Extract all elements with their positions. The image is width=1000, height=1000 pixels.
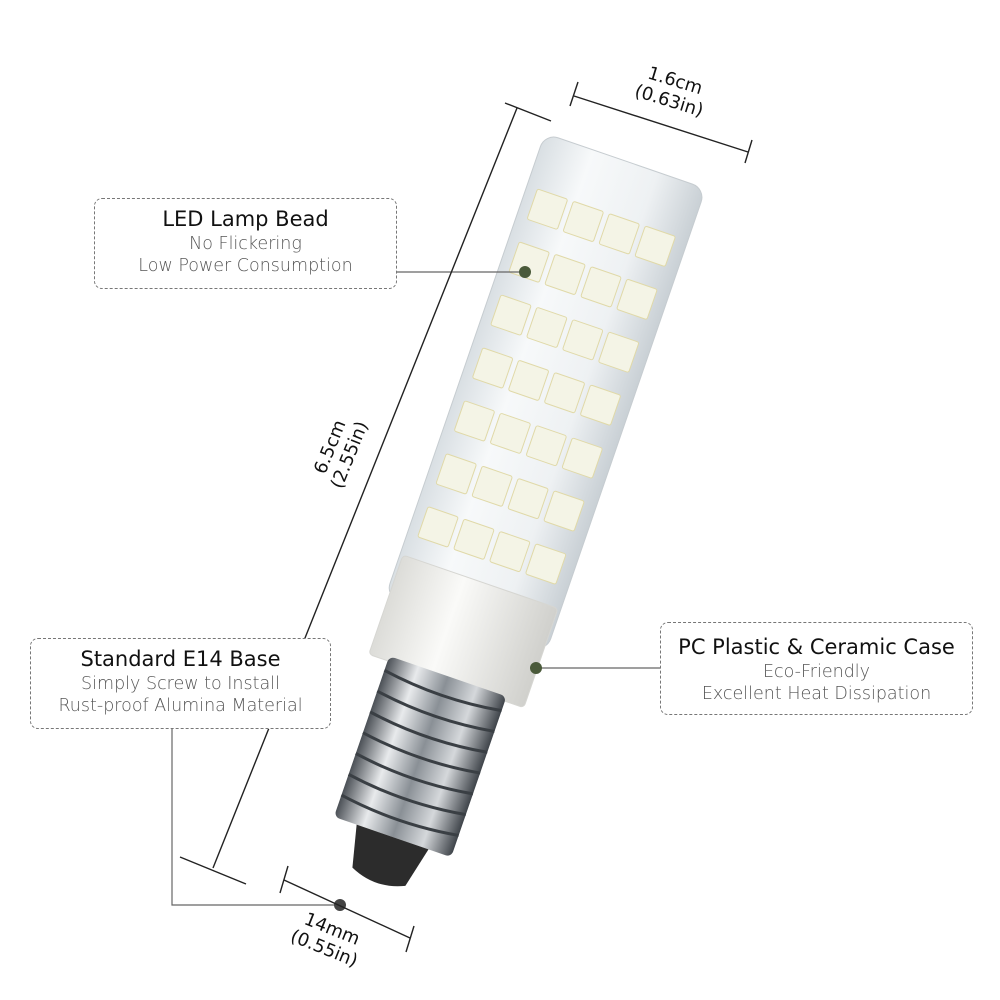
- led-bead: [417, 506, 459, 548]
- callout-title: PC Plastic & Ceramic Case: [678, 635, 955, 659]
- callout-line: Simply Screw to Install: [81, 674, 280, 694]
- callout-line: No Flickering: [189, 234, 302, 254]
- leader-dot: [334, 899, 346, 911]
- thread: [362, 731, 481, 775]
- led-bead: [562, 319, 604, 361]
- callout-title: LED Lamp Bead: [162, 207, 329, 231]
- thread: [347, 772, 467, 817]
- led-bead: [563, 201, 604, 242]
- led-bead: [435, 453, 477, 495]
- led-bead: [580, 384, 621, 426]
- callout-led-lamp-bead: LED Lamp Bead No Flickering Low Power Co…: [94, 198, 397, 289]
- thread: [376, 689, 495, 733]
- dimension-lines: [179, 81, 753, 953]
- callout-e14-base: Standard E14 Base Simply Screw to Instal…: [30, 638, 331, 729]
- callout-line: Eco-Friendly: [762, 662, 871, 682]
- led-bead: [472, 347, 513, 389]
- callout-title: Standard E14 Base: [80, 647, 281, 671]
- led-bead: [544, 372, 585, 414]
- callout-line: Excellent Heat Dissipation: [701, 684, 932, 704]
- led-bead: [526, 307, 568, 348]
- led-bead: [598, 213, 640, 255]
- screw-threads: [340, 668, 502, 837]
- led-bead: [471, 466, 513, 507]
- leader-dot: [530, 662, 542, 674]
- callout-line: Low Power Consumption: [138, 256, 353, 276]
- led-bead: [543, 490, 585, 532]
- callout-case: PC Plastic & Ceramic Case Eco-Friendly E…: [660, 622, 973, 715]
- thread: [383, 668, 502, 713]
- thread: [369, 710, 488, 754]
- led-bead: [598, 331, 640, 373]
- led-bead: [544, 254, 586, 295]
- thread: [340, 793, 459, 837]
- led-bead: [526, 425, 567, 467]
- led-bead: [634, 226, 676, 267]
- leader-dot: [519, 266, 531, 278]
- led-bead: [616, 278, 658, 320]
- led-bead: [490, 294, 532, 336]
- led-bead: [561, 437, 603, 479]
- led-bead: [453, 518, 495, 560]
- leader-line: [171, 728, 340, 906]
- callout-line: Rust-proof Alumina Material: [58, 696, 303, 716]
- led-bead: [490, 413, 531, 454]
- led-bead: [580, 266, 622, 308]
- led-bead: [454, 400, 495, 442]
- led-bead: [525, 543, 567, 585]
- bulb: [335, 136, 703, 887]
- led-bead: [507, 478, 549, 520]
- base-tip: [352, 824, 429, 887]
- led-bead: [489, 531, 531, 572]
- led-bead: [527, 188, 568, 230]
- led-beads: [417, 188, 676, 585]
- thread: [355, 752, 474, 796]
- led-bead: [508, 360, 549, 401]
